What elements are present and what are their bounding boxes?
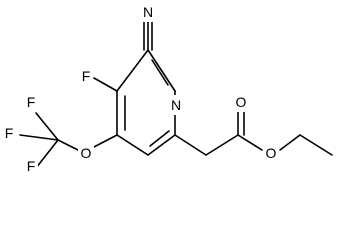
structure-diagram: N F N O F F F O O (2, 2, 333, 176)
bond-ch2-ch3 (299, 134, 333, 156)
bond-c4-o (91, 134, 118, 149)
bond-c5-c6 (147, 134, 176, 156)
cf3-upper-fluorine-label: F (27, 94, 36, 110)
ester-oxygen-label: O (266, 145, 277, 161)
carbonyl-oxygen-label: O (236, 94, 247, 110)
bond-c2-n1-inner (151, 59, 169, 86)
bond-c4-c5 (116, 134, 149, 156)
bond-ccf3-f-left (19, 134, 59, 141)
bonds (19, 21, 333, 169)
bond-cco-o-ester (237, 134, 263, 151)
cf3-lower-fluorine-label: F (27, 158, 36, 174)
bond-o-ccf3 (57, 139, 79, 151)
bond-c5-c6-inner (149, 130, 170, 147)
bond-c6-ch2 (174, 134, 207, 156)
atom-labels: N F N O F F F O O (2, 2, 279, 176)
ring-fluorine-label: F (82, 68, 91, 84)
bond-c2-n1 (147, 49, 176, 92)
bond-ccf3-f-upper (35, 112, 59, 141)
nitrile-n-label: N (143, 4, 153, 20)
bond-ccf3-f-lower (35, 139, 59, 169)
bond-c3-f (93, 77, 118, 92)
ether-oxygen-label: O (81, 145, 92, 161)
bond-c2-c3 (116, 49, 149, 92)
cf3-left-fluorine-label: F (5, 125, 14, 141)
pyridine-n-label: N (171, 97, 181, 113)
bond-ch2-cco (205, 134, 239, 156)
bond-o-ch2-ethyl (279, 134, 301, 151)
